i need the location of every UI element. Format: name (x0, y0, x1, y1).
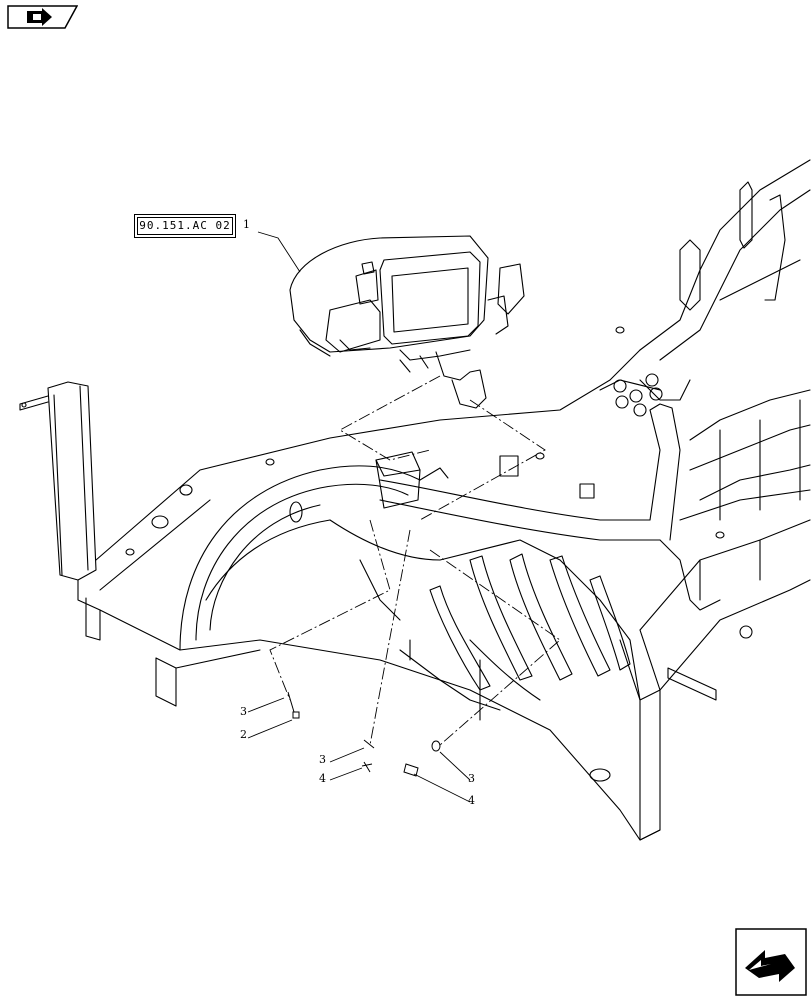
callout-2: 2 (240, 728, 247, 741)
reference-code-box[interactable]: 90.151.AC 02 (134, 214, 236, 238)
next-page-arrow-icon[interactable] (735, 928, 807, 996)
callout-3: 3 (240, 705, 247, 718)
callout-3: 3 (468, 772, 475, 785)
callout-1: 1 (243, 218, 250, 231)
previous-page-arrow-icon[interactable] (7, 5, 78, 29)
callout-4: 4 (319, 772, 326, 785)
callout-3: 3 (319, 753, 326, 766)
callout-4: 4 (468, 794, 475, 807)
